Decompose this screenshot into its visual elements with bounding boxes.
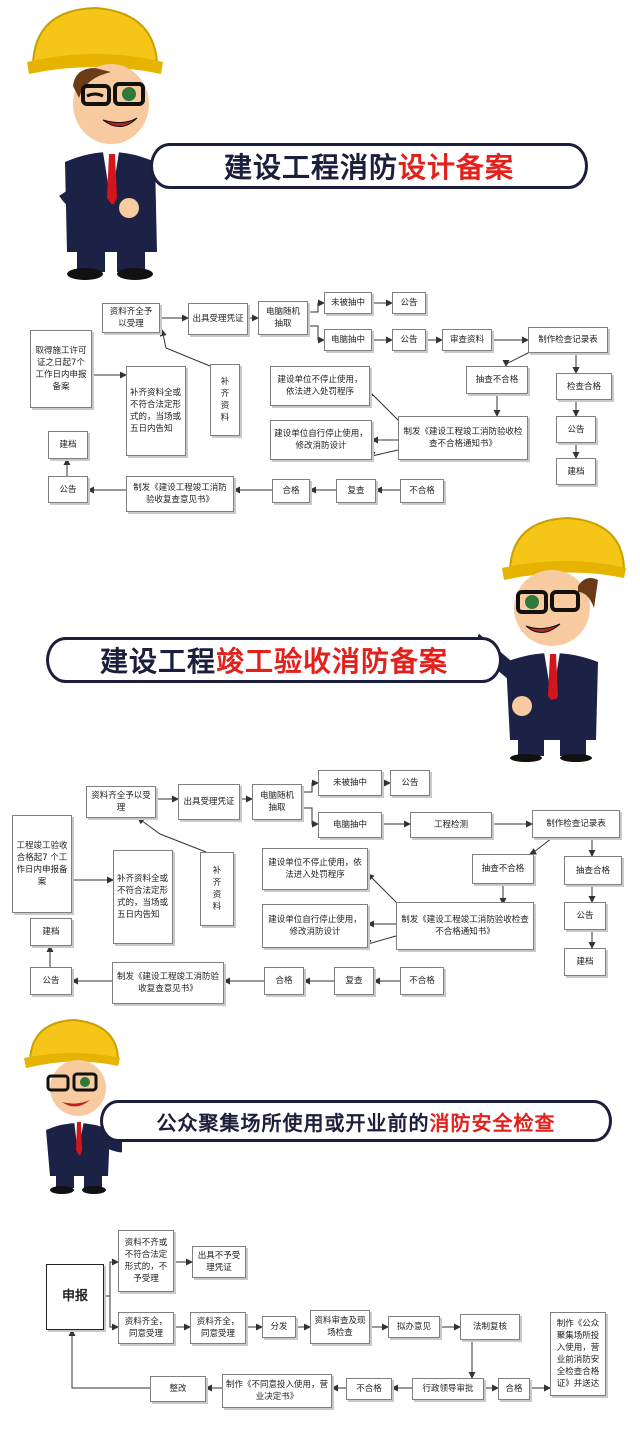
f1-complete: 资料齐全予以受理: [102, 303, 160, 333]
f1-not-selected: 未被抽中: [324, 292, 372, 314]
f3-review: 资料审查及现场检查: [310, 1310, 370, 1344]
f2-inspect: 工程检测: [410, 812, 492, 838]
f1-receipt: 出具受理凭证: [188, 303, 248, 335]
f2-selected: 电脑抽中: [318, 812, 382, 838]
f1-recheck: 复查: [336, 479, 376, 503]
banner-3-black: 公众聚集场所使用或开业前的: [156, 1110, 430, 1135]
f3-assign: 分发: [262, 1316, 296, 1338]
f1-archive-d: 建档: [48, 431, 88, 459]
f1-selected: 电脑抽中: [324, 329, 372, 351]
f1-archive-c: 建档: [556, 458, 596, 485]
f1-fail: 不合格: [400, 479, 444, 503]
f3-approve: 行政领导审批: [412, 1378, 484, 1400]
banner-3-red: 消防安全检查: [429, 1110, 556, 1135]
f1-start: 取得施工许可证之日起7个工作日内申报备案: [30, 330, 92, 408]
banner-completion-filing: 建设工程竣工验收消防备案: [46, 637, 502, 683]
banner-1-red: 设计备案: [398, 151, 515, 184]
f3-reject: 资料不齐或不符合法定形式的，不予受理: [118, 1230, 174, 1292]
f1-random: 电脑随机抽取: [258, 301, 308, 335]
f3-propose: 拟办意见: [388, 1316, 440, 1338]
f3-issue-no: 制作《不同意投入使用，营业决定书》: [222, 1374, 332, 1408]
f2-random: 电脑随机抽取: [252, 784, 302, 820]
f2-recheck: 复查: [334, 967, 374, 995]
banner-1-black: 建设工程消防: [223, 151, 398, 184]
f1-opinion: 制发《建设工程竣工消防验收复查意见书》: [126, 476, 234, 512]
f2-complete: 资料齐全予以受理: [86, 786, 156, 818]
f3-accept2: 资料齐全，同意受理: [190, 1312, 246, 1344]
f2-receipt: 出具受理凭证: [178, 784, 240, 820]
banner-2-red: 竣工验收消防备案: [216, 645, 449, 678]
f1-insufficient: 补齐资料全或不符合法定形式的，当场或五日内告知: [126, 366, 186, 456]
f3-fail: 不合格: [346, 1378, 392, 1400]
f1-spot-pass: 检查合格: [556, 373, 612, 400]
f2-notice-d: 公告: [30, 967, 72, 995]
f3-apply: 申报: [46, 1264, 104, 1330]
f1-record: 制作检查记录表: [528, 327, 608, 353]
f2-notice-c: 公告: [564, 902, 606, 930]
f3-legal: 法制复核: [460, 1314, 520, 1340]
f1-issue-notice: 制发《建设工程竣工消防验收检查不合格通知书》: [398, 416, 528, 460]
banner-venue-inspection: 公众聚集场所使用或开业前的消防安全检查: [100, 1100, 612, 1142]
f1-review: 审查资料: [442, 329, 492, 351]
banner-design-filing: 建设工程消防设计备案: [150, 143, 588, 189]
f3-accept1: 资料齐全，同意受理: [118, 1312, 174, 1344]
f1-notice-b: 公告: [392, 329, 426, 351]
f2-notice-a: 公告: [390, 770, 430, 796]
banner-2-black: 建设工程: [99, 645, 216, 678]
f2-continue-use: 建设单位不停止使用，依法进入处罚程序: [262, 848, 368, 890]
mascot-worker-icon: [24, 1018, 122, 1194]
f1-continue-use: 建设单位不停止使用，依法进入处罚程序: [270, 366, 370, 406]
f1-supplement: 补齐资料: [210, 364, 240, 436]
f3-rectify: 整改: [150, 1376, 206, 1402]
f1-notice-a: 公告: [392, 292, 426, 314]
f2-pass: 合格: [264, 967, 304, 995]
f3-no-receipt: 出具不予受理凭证: [192, 1246, 246, 1278]
f1-spot-fail: 抽查不合格: [466, 366, 528, 394]
f2-record: 制作检查记录表: [532, 810, 620, 838]
f2-start: 工程竣工验收合格起7 个工作日内申报备案: [12, 815, 72, 913]
f2-archive-c: 建档: [564, 948, 606, 976]
f3-issue-ok: 制作《公众聚集场所投入使用，营业前消防安全检查合格证》并送达: [550, 1312, 606, 1396]
f2-spot-pass: 抽查合格: [564, 856, 622, 885]
f2-archive-d: 建档: [30, 918, 72, 946]
f2-fail: 不合格: [400, 967, 444, 995]
f1-pass: 合格: [272, 479, 310, 503]
f3-pass: 合格: [498, 1378, 530, 1400]
f1-notice-c: 公告: [556, 416, 596, 443]
f1-self-stop: 建设单位自行停止使用，修改消防设计: [270, 420, 372, 460]
f2-opinion: 制发《建设工程竣工消防验收复查意见书》: [112, 962, 224, 1004]
f2-insufficient: 补齐资料全或不符合法定形式的，当场或五日内告知: [113, 850, 173, 944]
mascot-worker-icon: [478, 516, 626, 762]
f2-spot-fail: 抽查不合格: [472, 854, 534, 884]
f2-supplement: 补齐资料: [200, 852, 234, 926]
f1-notice-d: 公告: [48, 476, 88, 503]
mascot-worker-icon: [27, 6, 165, 280]
f2-self-stop: 建设单位自行停止使用，修改消防设计: [262, 904, 368, 948]
f2-not-selected: 未被抽中: [318, 770, 382, 796]
f2-issue-notice: 制发《建设工程竣工消防验收检查不合格通知书》: [396, 902, 534, 950]
